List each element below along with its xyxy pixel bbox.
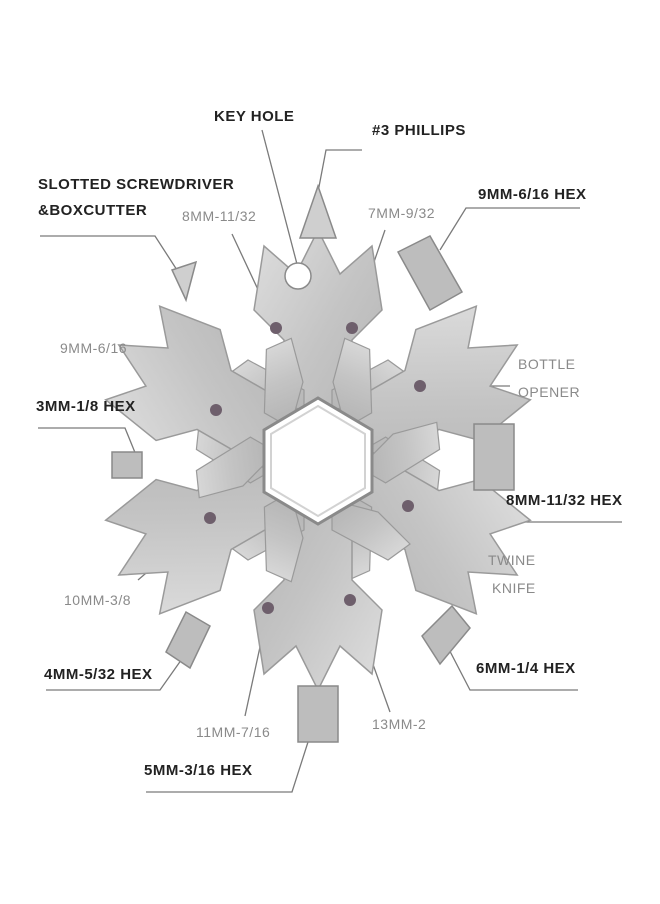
dot-10mm bbox=[204, 512, 216, 524]
label-8mm-hex: 8MM-11/32 HEX bbox=[506, 492, 623, 509]
label-7mm-inner: 7MM-9/32 bbox=[368, 205, 436, 221]
leader-5mm bbox=[146, 741, 309, 793]
label-slotted-line2: &BOXCUTTER bbox=[38, 202, 148, 219]
leader-4mm bbox=[46, 655, 185, 691]
label-8mm-inner: 8MM-11/32 bbox=[182, 208, 257, 224]
dot-11mm bbox=[262, 602, 274, 614]
dot-8mm bbox=[270, 322, 282, 334]
label-phillips: #3 PHILLIPS bbox=[372, 122, 466, 139]
key-hole bbox=[284, 262, 312, 290]
label-key-hole: KEY HOLE bbox=[214, 108, 295, 125]
slotted-screwdriver-tip bbox=[170, 260, 198, 303]
leader-key-hole bbox=[261, 129, 299, 269]
dot-13mm bbox=[344, 594, 356, 606]
label-4mm-hex: 4MM-5/32 HEX bbox=[44, 666, 153, 683]
label-9mm-inner: 9MM-6/16 bbox=[60, 340, 128, 356]
hex-bit-3mm bbox=[111, 451, 143, 479]
leader-3mm bbox=[38, 427, 137, 456]
label-slotted-line1: SLOTTED SCREWDRIVER bbox=[38, 176, 235, 193]
dot-9mm-inner bbox=[210, 404, 222, 416]
label-twine-line1: TWINE bbox=[488, 552, 536, 568]
label-bottle-line1: BOTTLE bbox=[518, 356, 576, 372]
tool-body bbox=[104, 228, 532, 692]
leader-9mm-top bbox=[439, 207, 580, 251]
label-3mm-hex: 3MM-1/8 HEX bbox=[36, 398, 136, 415]
label-twine-line2: KNIFE bbox=[492, 580, 536, 596]
center-hex-wrench bbox=[262, 396, 374, 526]
label-13mm-inner: 13MM-2 bbox=[372, 716, 427, 732]
hex-bit-6mm bbox=[421, 604, 471, 666]
dot-7mm bbox=[346, 322, 358, 334]
dot-twine bbox=[402, 500, 414, 512]
hex-bit-9mm bbox=[396, 235, 464, 312]
hex-bit-4mm bbox=[165, 610, 211, 670]
label-11mm-inner: 11MM-7/16 bbox=[196, 724, 271, 740]
dot-bottle bbox=[414, 380, 426, 392]
label-9mm-hex-top: 9MM-6/16 HEX bbox=[478, 186, 587, 203]
label-bottle-line2: OPENER bbox=[518, 384, 581, 400]
leader-phillips bbox=[317, 149, 362, 193]
label-10mm-inner: 10MM-3/8 bbox=[64, 592, 132, 608]
label-6mm-hex: 6MM-1/4 HEX bbox=[476, 660, 576, 677]
leader-slotted bbox=[40, 235, 187, 285]
label-5mm-hex: 5MM-3/16 HEX bbox=[144, 762, 253, 779]
phillips-tip bbox=[298, 183, 338, 239]
hex-bit-8mm bbox=[473, 423, 515, 491]
marker-dots bbox=[204, 322, 426, 614]
tool-bits bbox=[111, 183, 515, 743]
hex-bit-5mm bbox=[297, 685, 339, 743]
